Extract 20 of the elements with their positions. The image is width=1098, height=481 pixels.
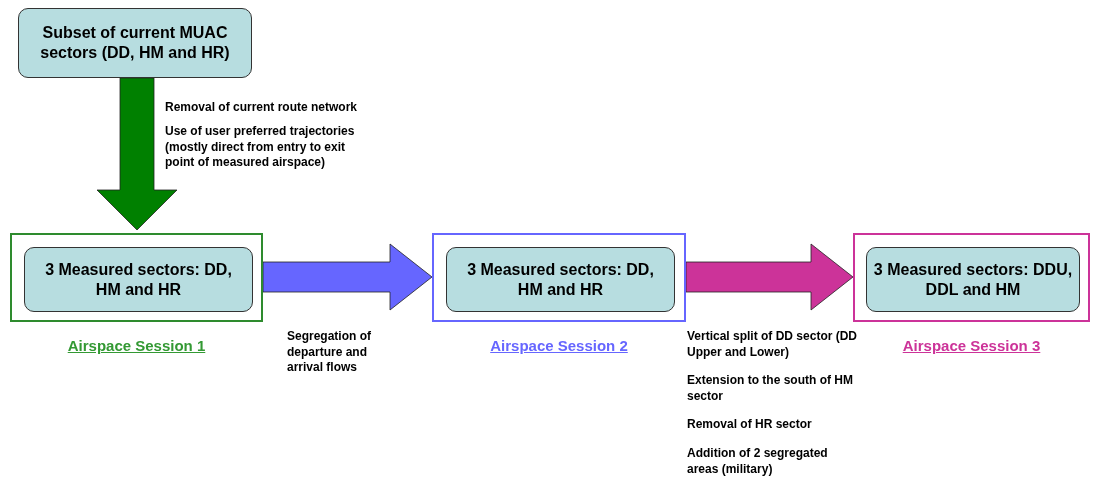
change-note: Vertical split of DD sector (DD Upper and Lower) bbox=[687, 329, 859, 361]
change-note: Removal of HR sector bbox=[687, 417, 813, 433]
change-note: Extension to the south of HM sector bbox=[687, 373, 854, 405]
session-title: Airspace Session 3 bbox=[902, 337, 1041, 354]
sector-box: 3 Measured sectors: DD, HM and HR bbox=[24, 247, 253, 312]
session-frame bbox=[432, 233, 686, 322]
change-note: Addition of 2 segregated areas (military) bbox=[687, 446, 829, 478]
session-frame bbox=[853, 233, 1090, 322]
sector-box: Subset of current MUAC sectors (DD, HM and HR) bbox=[18, 8, 252, 78]
block-arrow bbox=[685, 243, 854, 311]
sector-box: 3 Measured sectors: DD, HM and HR bbox=[446, 247, 675, 312]
block-arrow bbox=[262, 243, 433, 311]
block-arrow bbox=[96, 77, 178, 231]
sector-box: 3 Measured sectors: DDU, DDL and HM bbox=[866, 247, 1080, 312]
session-title: Airspace Session 1 bbox=[67, 337, 206, 354]
session-frame bbox=[10, 233, 263, 322]
change-note: Use of user preferred trajectories (mostly direct from entry to exit point of measured airspace) bbox=[165, 124, 356, 171]
change-note: Segregation of departure and arrival flows bbox=[287, 329, 372, 376]
session-title: Airspace Session 2 bbox=[490, 337, 628, 354]
change-note: Removal of current route network bbox=[165, 100, 359, 116]
